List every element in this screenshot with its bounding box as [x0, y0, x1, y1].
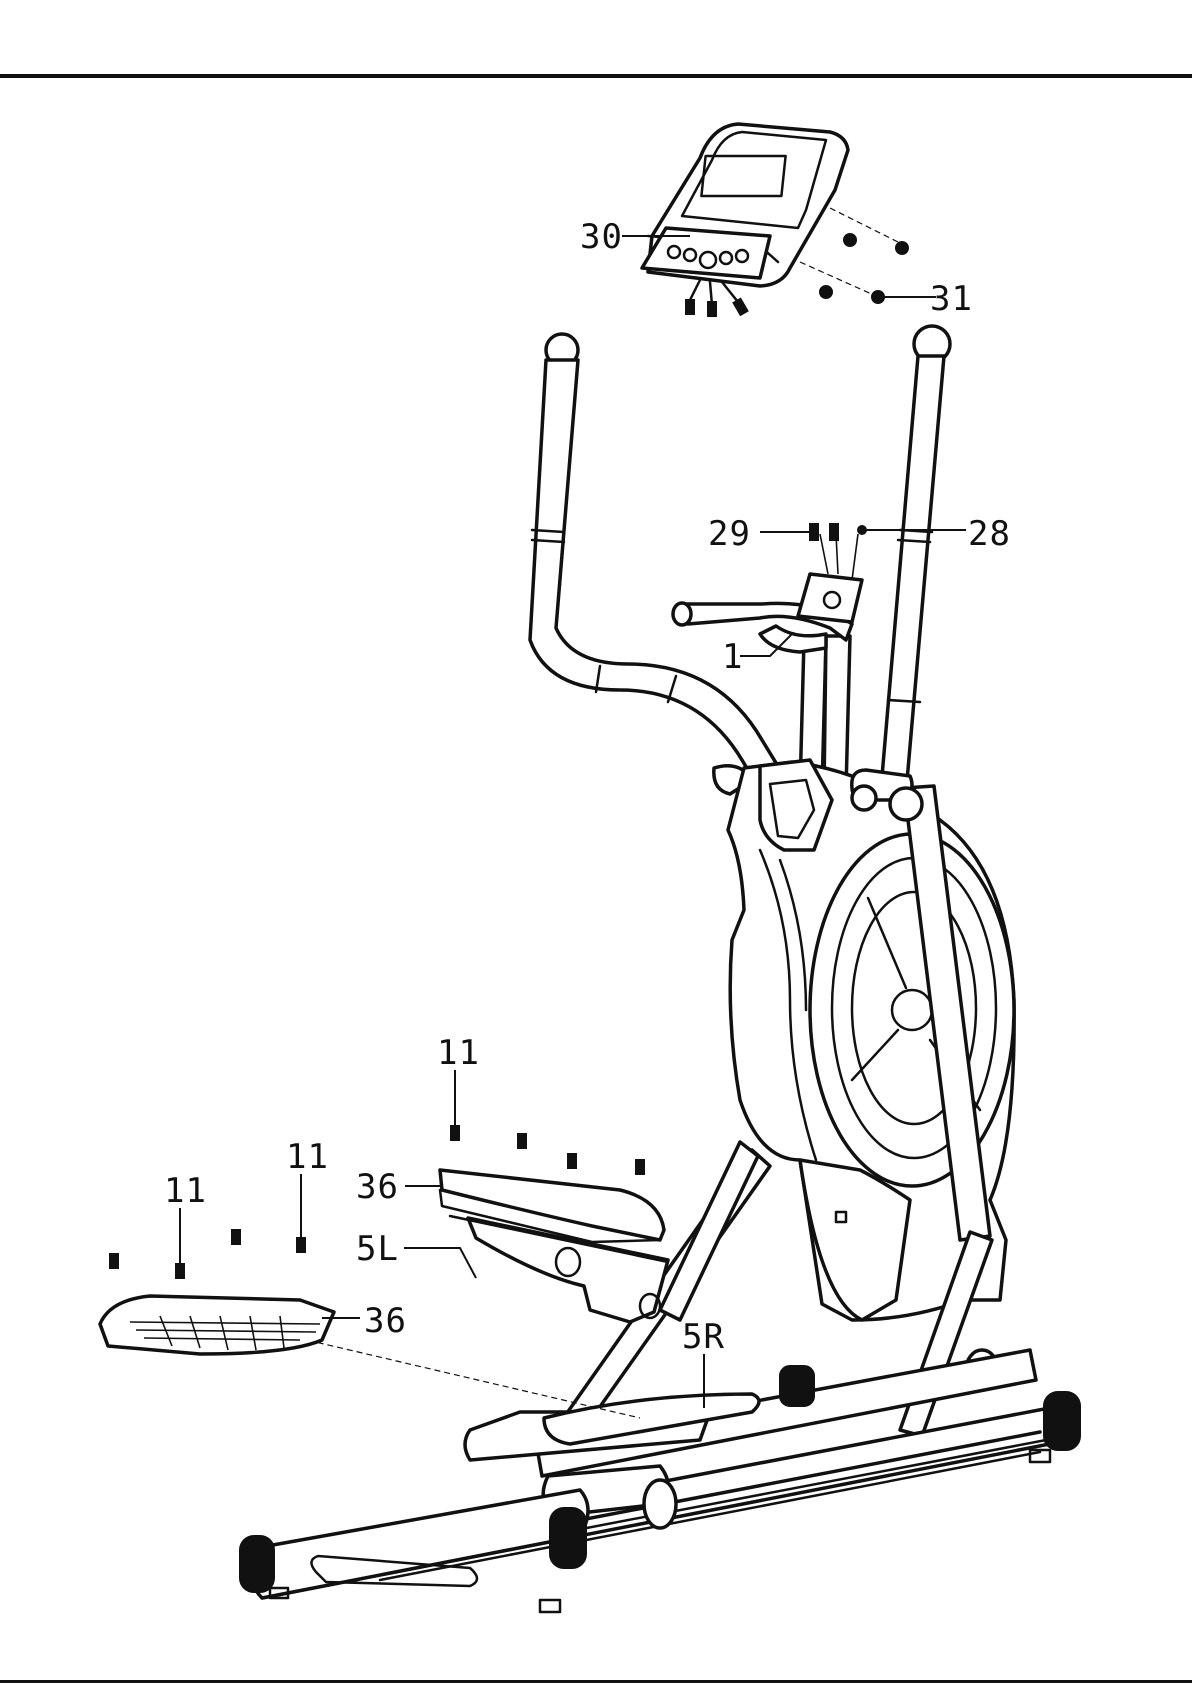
callout-28: 28 — [968, 514, 1011, 554]
left-handlebar — [530, 334, 784, 794]
callout-5L: 5L — [356, 1229, 399, 1269]
bottom-rule — [0, 1680, 1192, 1683]
callout-11-middle: 11 — [286, 1137, 329, 1177]
callout-36-lower: 36 — [364, 1301, 407, 1341]
callout-11-left: 11 — [164, 1171, 207, 1211]
console-part — [642, 124, 848, 316]
right-handlebar — [880, 326, 950, 804]
callout-31: 31 — [930, 279, 973, 319]
base-frame — [240, 1350, 1080, 1612]
callout-30: 30 — [580, 217, 623, 257]
callout-1: 1 — [722, 637, 743, 677]
footplate-lower — [100, 1296, 334, 1354]
callout-29: 29 — [708, 514, 751, 554]
callout-5R: 5R — [682, 1317, 725, 1357]
callout-11-upper: 11 — [437, 1033, 480, 1073]
callout-36-upper: 36 — [356, 1167, 399, 1207]
